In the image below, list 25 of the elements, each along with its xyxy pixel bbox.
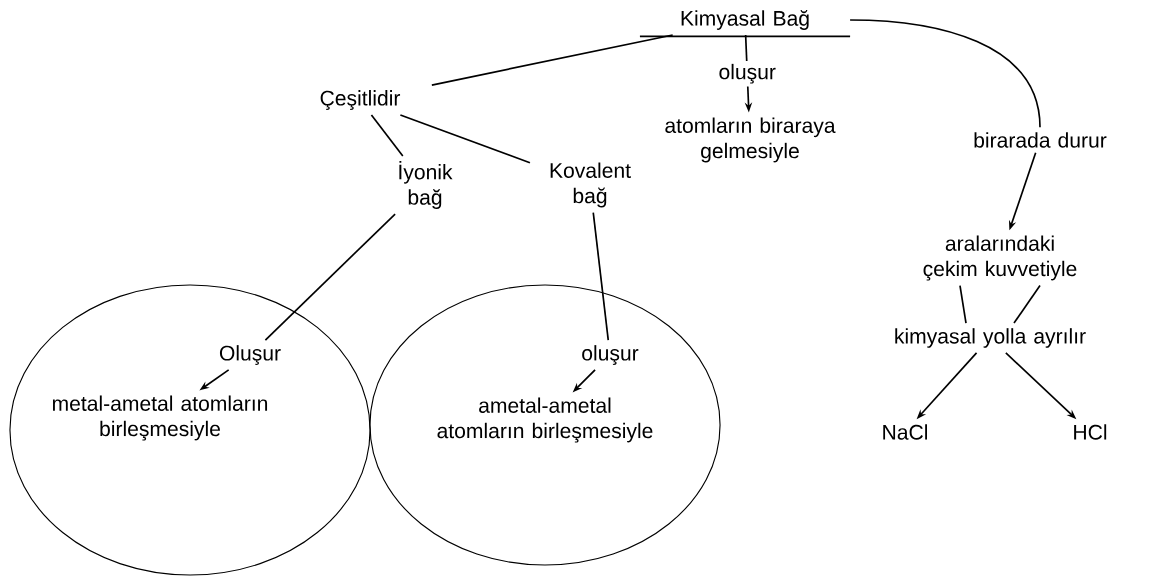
edge-label: oluşur [715, 61, 779, 87]
concept-label: metal-ametal atomların birleşmesiyle [52, 395, 268, 441]
concept-label: HCl [1074, 424, 1107, 440]
connector-line [399, 114, 531, 164]
connector-line [1013, 284, 1041, 324]
connector-line [370, 114, 404, 157]
concept-label: NaCl [883, 424, 927, 440]
concept-label: İyonik bağ [399, 161, 453, 209]
concept-label: Oluşur [219, 345, 281, 365]
connector-line [592, 211, 610, 341]
concept-label: aralarındaki çekim kuvvetiyle [923, 235, 1077, 281]
connector-line [264, 213, 396, 341]
concept-label: atomların biraraya gelmesiyle [665, 117, 836, 163]
concept-label: ametal-ametal atomların birleşmesiyle [437, 397, 653, 443]
connector-line [849, 19, 1041, 129]
concept-label: Kimyasal Bağ [681, 10, 809, 30]
connector-line [431, 34, 674, 86]
concept-label: birarada durur [974, 132, 1107, 148]
ellipse-outline [9, 284, 371, 576]
concept-label: Kovalent bağ [550, 162, 631, 208]
connector-line [959, 284, 967, 324]
ellipse-outline [369, 284, 721, 566]
concept-label: oluşur [582, 345, 639, 365]
concept-label: Çeşitlidir [320, 90, 401, 110]
concept-label: kimyasal yolla ayrılır [895, 328, 1086, 348]
